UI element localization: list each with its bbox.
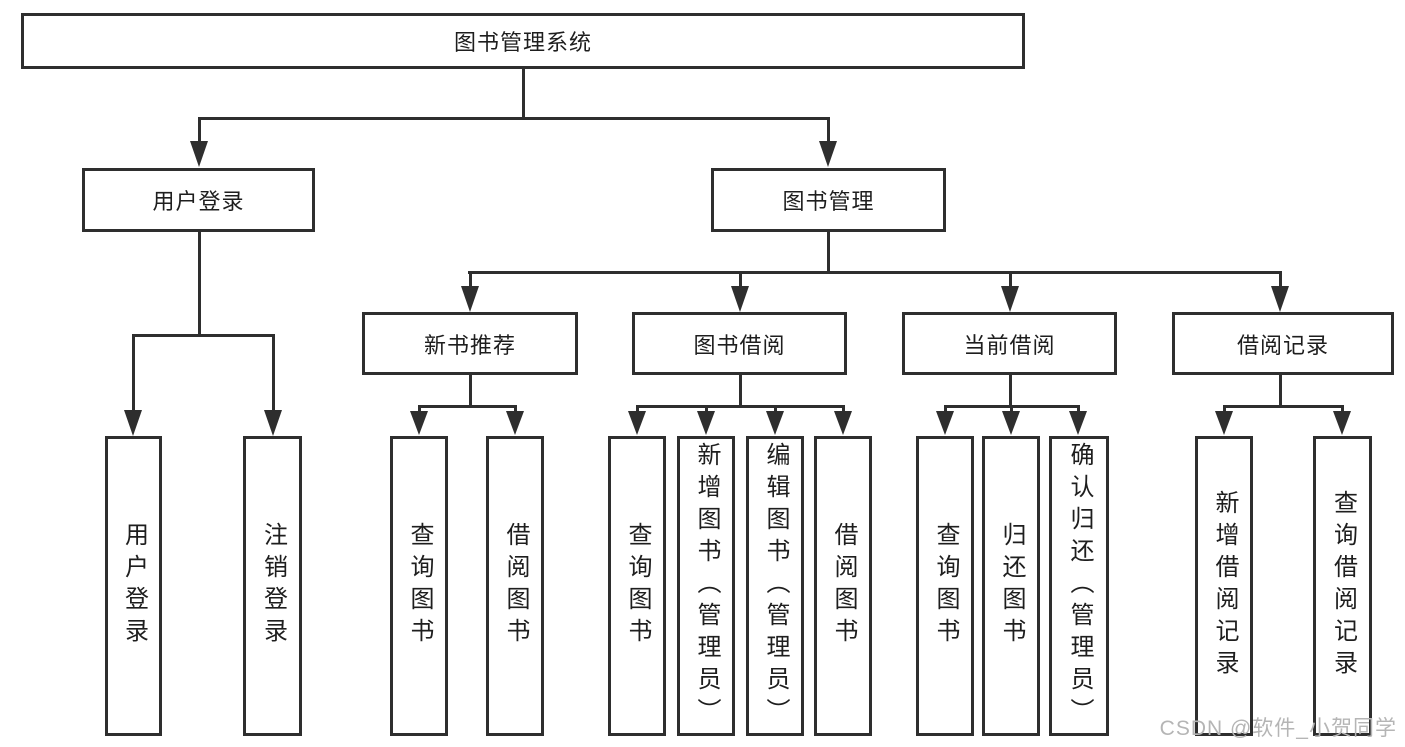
arrow-down-icon (766, 411, 784, 435)
arrow-down-icon (1333, 411, 1351, 435)
connector-current-leaf2-stem (1009, 405, 1013, 415)
leaf-edit-books-admin-label: 编辑图书（管理员） (762, 442, 789, 730)
leaf-borrow-books: 借阅图书 (814, 436, 872, 736)
connector-bookmgmt-down (826, 230, 830, 274)
connector-records-down (1278, 373, 1282, 408)
leaf-add-books-admin-label: 新增图书（管理员） (693, 442, 720, 730)
arrow-down-icon (834, 411, 852, 435)
connector-records-branch (1222, 405, 1344, 408)
connector-borrow-leaf2-stem (704, 405, 708, 415)
connector-login-branch (131, 334, 275, 337)
arrow-down-icon (124, 410, 142, 436)
arrow-down-icon (697, 411, 715, 435)
connector-borrow-down (738, 373, 742, 408)
leaf-user-login: 用户登录 (105, 436, 162, 736)
node-book-management-label: 图书管理 (782, 189, 875, 214)
leaf-query-books-borrow-label: 查询图书 (624, 522, 651, 650)
connector-borrow-leaf3-stem (773, 405, 777, 415)
connector-book-mgmt-stem (826, 117, 830, 147)
arrow-down-icon (1271, 286, 1289, 312)
arrow-down-icon (190, 141, 208, 167)
connector-borrow-leaf1-stem (635, 405, 639, 415)
leaf-query-books-borrow: 查询图书 (608, 436, 666, 736)
arrow-down-icon (819, 141, 837, 167)
leaf-query-books-current: 查询图书 (916, 436, 974, 736)
leaf-add-borrow-record: 新增借阅记录 (1195, 436, 1253, 736)
leaf-query-books-recommend: 查询图书 (390, 436, 448, 736)
leaf-add-books-admin: 新增图书（管理员） (677, 436, 735, 736)
connector-borrow-leaf4-stem (841, 405, 845, 415)
connector-recommend-leaf1-stem (417, 405, 421, 415)
leaf-return-books-label: 归还图书 (998, 522, 1025, 650)
node-current-borrowing: 当前借阅 (902, 312, 1117, 375)
arrow-down-icon (936, 411, 954, 435)
connector-recommend-leaf2-stem (513, 405, 517, 415)
leaf-query-books-current-label: 查询图书 (932, 522, 959, 650)
connector-root-stem (521, 67, 525, 119)
arrow-down-icon (1002, 411, 1020, 435)
leaf-query-borrow-record: 查询借阅记录 (1313, 436, 1372, 736)
connector-login-leaf2-stem (271, 334, 275, 414)
connector-records-leaf2-stem (1340, 405, 1344, 415)
arrow-down-icon (628, 411, 646, 435)
connector-l3-stem-4 (1278, 271, 1282, 289)
csdn-watermark: CSDN @软件_小贺同学 (1159, 717, 1397, 740)
node-book-borrowing: 图书借阅 (632, 312, 847, 375)
leaf-query-books-recommend-label: 查询图书 (406, 522, 433, 650)
arrow-down-icon (731, 286, 749, 312)
connector-current-leaf3-stem (1076, 405, 1080, 415)
node-current-borrowing-label: 当前借阅 (963, 332, 1056, 358)
leaf-borrow-books-label: 借阅图书 (830, 522, 857, 650)
leaf-query-borrow-record-label: 查询借阅记录 (1329, 490, 1357, 682)
arrow-down-icon (1215, 411, 1233, 435)
connector-borrow-branch (635, 405, 845, 408)
connector-level2-branch (197, 117, 830, 120)
arrow-down-icon (1069, 411, 1087, 435)
connector-login-down (197, 230, 201, 337)
arrow-down-icon (461, 286, 479, 312)
leaf-confirm-return-admin: 确认归还（管理员） (1049, 436, 1109, 736)
leaf-edit-books-admin: 编辑图书（管理员） (746, 436, 804, 736)
node-book-management: 图书管理 (711, 168, 946, 232)
leaf-borrow-books-recommend: 借阅图书 (486, 436, 544, 736)
leaf-logout: 注销登录 (243, 436, 302, 736)
connector-login-leaf1-stem (131, 334, 135, 414)
connector-current-down (1008, 373, 1012, 408)
connector-l3-stem-2 (738, 271, 742, 289)
connector-l3-stem-3 (1008, 271, 1012, 289)
node-borrowing-records-label: 借阅记录 (1236, 332, 1329, 358)
connector-current-leaf1-stem (943, 405, 947, 415)
node-user-login: 用户登录 (82, 168, 315, 232)
leaf-confirm-return-admin-label: 确认归还（管理员） (1066, 442, 1093, 730)
node-new-book-recommendation: 新书推荐 (362, 312, 578, 375)
connector-recommend-branch (417, 405, 517, 408)
node-new-book-recommendation-label: 新书推荐 (423, 332, 516, 358)
arrow-down-icon (264, 410, 282, 436)
node-user-login-label: 用户登录 (152, 189, 245, 214)
arrow-down-icon (1001, 286, 1019, 312)
connector-records-leaf1-stem (1222, 405, 1226, 415)
node-borrowing-records: 借阅记录 (1172, 312, 1394, 375)
node-book-borrowing-label: 图书借阅 (693, 332, 786, 358)
connector-recommend-down (468, 373, 472, 408)
leaf-logout-label: 注销登录 (259, 522, 287, 650)
leaf-add-borrow-record-label: 新增借阅记录 (1211, 490, 1238, 682)
connector-l3-stem-1 (468, 271, 472, 289)
node-root-label: 图书管理系统 (453, 30, 592, 55)
arrow-down-icon (410, 411, 428, 435)
node-root: 图书管理系统 (21, 13, 1025, 69)
connector-user-login-stem (197, 117, 201, 147)
leaf-return-books: 归还图书 (982, 436, 1040, 736)
leaf-user-login-label: 用户登录 (120, 522, 148, 650)
leaf-borrow-books-recommend-label: 借阅图书 (502, 522, 529, 650)
arrow-down-icon (506, 411, 524, 435)
connector-level3-branch (467, 271, 1282, 274)
